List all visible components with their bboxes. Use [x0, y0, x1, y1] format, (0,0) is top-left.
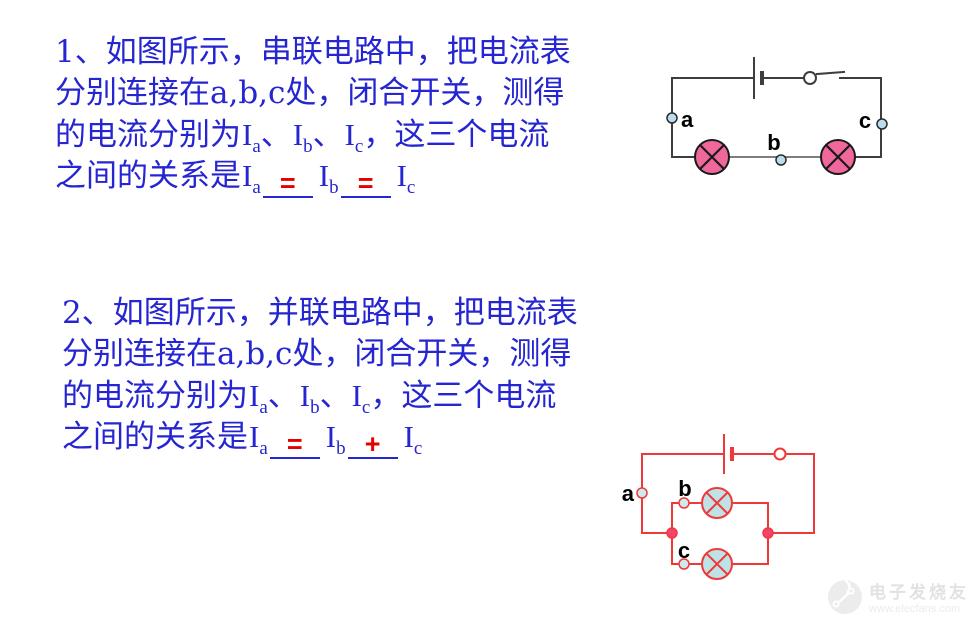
text-run: 的电流分别为 [55, 117, 241, 153]
junction-right-dot [762, 527, 774, 539]
lamp-icon [694, 139, 730, 175]
question-1-text: 1、如图所示，串联电路中，把电流表 分别连接在a,b,c处，闭合开关，测得 的电… [55, 32, 571, 199]
answer-symbol: = [357, 168, 374, 198]
q2-line-3: 的电流分别为Ia、Ib、Ic，这三个电流 [62, 375, 578, 419]
current-symbol-I-a: Ia [249, 378, 268, 419]
q1-line-1: 1、如图所示，串联电路中，把电流表 [55, 34, 571, 70]
watermark-text: 电子发烧友 www.elecfans.com [869, 583, 969, 616]
current-symbol-I-a: Ia [242, 117, 261, 158]
text-run: 、 [267, 378, 299, 414]
answer-symbol: = [279, 168, 296, 198]
current-symbol-I-c: Ic [351, 378, 371, 419]
q1-answer-line: 之间的关系是Ia = Ib = Ic [55, 155, 571, 199]
current-symbol-I-c: Ic [344, 117, 364, 158]
battery-icon [753, 57, 805, 99]
answer-blank: + [347, 421, 398, 459]
label-c: c [859, 108, 871, 133]
elecfans-logo-icon [828, 579, 862, 614]
terminal-b-dot [678, 497, 690, 509]
lamp-icon [820, 139, 856, 175]
switch-icon [773, 447, 787, 461]
junction-left-dot [666, 527, 678, 539]
q1-line-2: 分别连接在a,b,c处，闭合开关，测得 [55, 75, 565, 111]
current-symbol-I-b: Ib [325, 419, 346, 460]
q1-line-3: 的电流分别为Ia、Ib、Ic，这三个电流 [55, 114, 571, 158]
switch-icon [803, 70, 846, 85]
answer-symbol: = [286, 429, 303, 459]
watermark: 电子发烧友 www.elecfans.com [825, 565, 978, 627]
answer-blank: = [262, 160, 313, 198]
current-symbol-I-a: Ia [242, 158, 261, 199]
label-a: a [681, 107, 694, 132]
q2-line-2: 分别连接在a,b,c处，闭合开关，测得 [62, 336, 572, 372]
current-symbol-I-c: Ic [396, 158, 416, 199]
text-run: 之间的关系是 [55, 158, 241, 194]
terminal-a-dot [666, 112, 678, 124]
answer-blank: = [269, 421, 320, 459]
terminal-a-dot [636, 487, 648, 499]
label-c: c [678, 538, 690, 563]
answer-symbol: + [364, 429, 381, 459]
watermark-url: www.elecfans.com [869, 603, 961, 615]
current-symbol-I-b: Ib [299, 378, 320, 419]
current-symbol-I-c: Ic [403, 419, 423, 460]
text-run: 、 [319, 378, 351, 414]
terminal-b-dot [775, 154, 787, 166]
label-b: b [767, 130, 780, 155]
battery-icon [723, 434, 734, 474]
current-symbol-I-b: Ib [292, 117, 313, 158]
series-circuit-diagram: a b c [666, 57, 888, 175]
answer-blank: = [340, 160, 391, 198]
q2-line-1: 2、如图所示，并联电路中，把电流表 [62, 295, 578, 331]
label-b: b [678, 476, 691, 501]
current-symbol-I-a: Ia [249, 419, 268, 460]
text-run: 的电流分别为 [62, 378, 248, 414]
terminal-c-dot [678, 558, 690, 570]
text-run: 、 [260, 117, 292, 153]
text-run: ，这三个电流 [370, 378, 557, 414]
q2-answer-line: 之间的关系是Ia = Ib + Ic [62, 416, 578, 460]
watermark-brand: 电子发烧友 [869, 583, 969, 602]
label-a: a [622, 481, 635, 506]
current-symbol-I-b: Ib [318, 158, 339, 199]
terminal-c-dot [876, 118, 888, 130]
question-2-text: 2、如图所示，并联电路中，把电流表 分别连接在a,b,c处，闭合开关，测得 的电… [62, 293, 578, 460]
parallel-circuit-diagram: a b c [622, 434, 815, 580]
lamp-icon [701, 548, 733, 580]
text-run: 、 [312, 117, 344, 153]
text-run: 之间的关系是 [62, 419, 248, 455]
lamp-icon [701, 487, 733, 519]
text-run: ，这三个电流 [363, 117, 550, 153]
